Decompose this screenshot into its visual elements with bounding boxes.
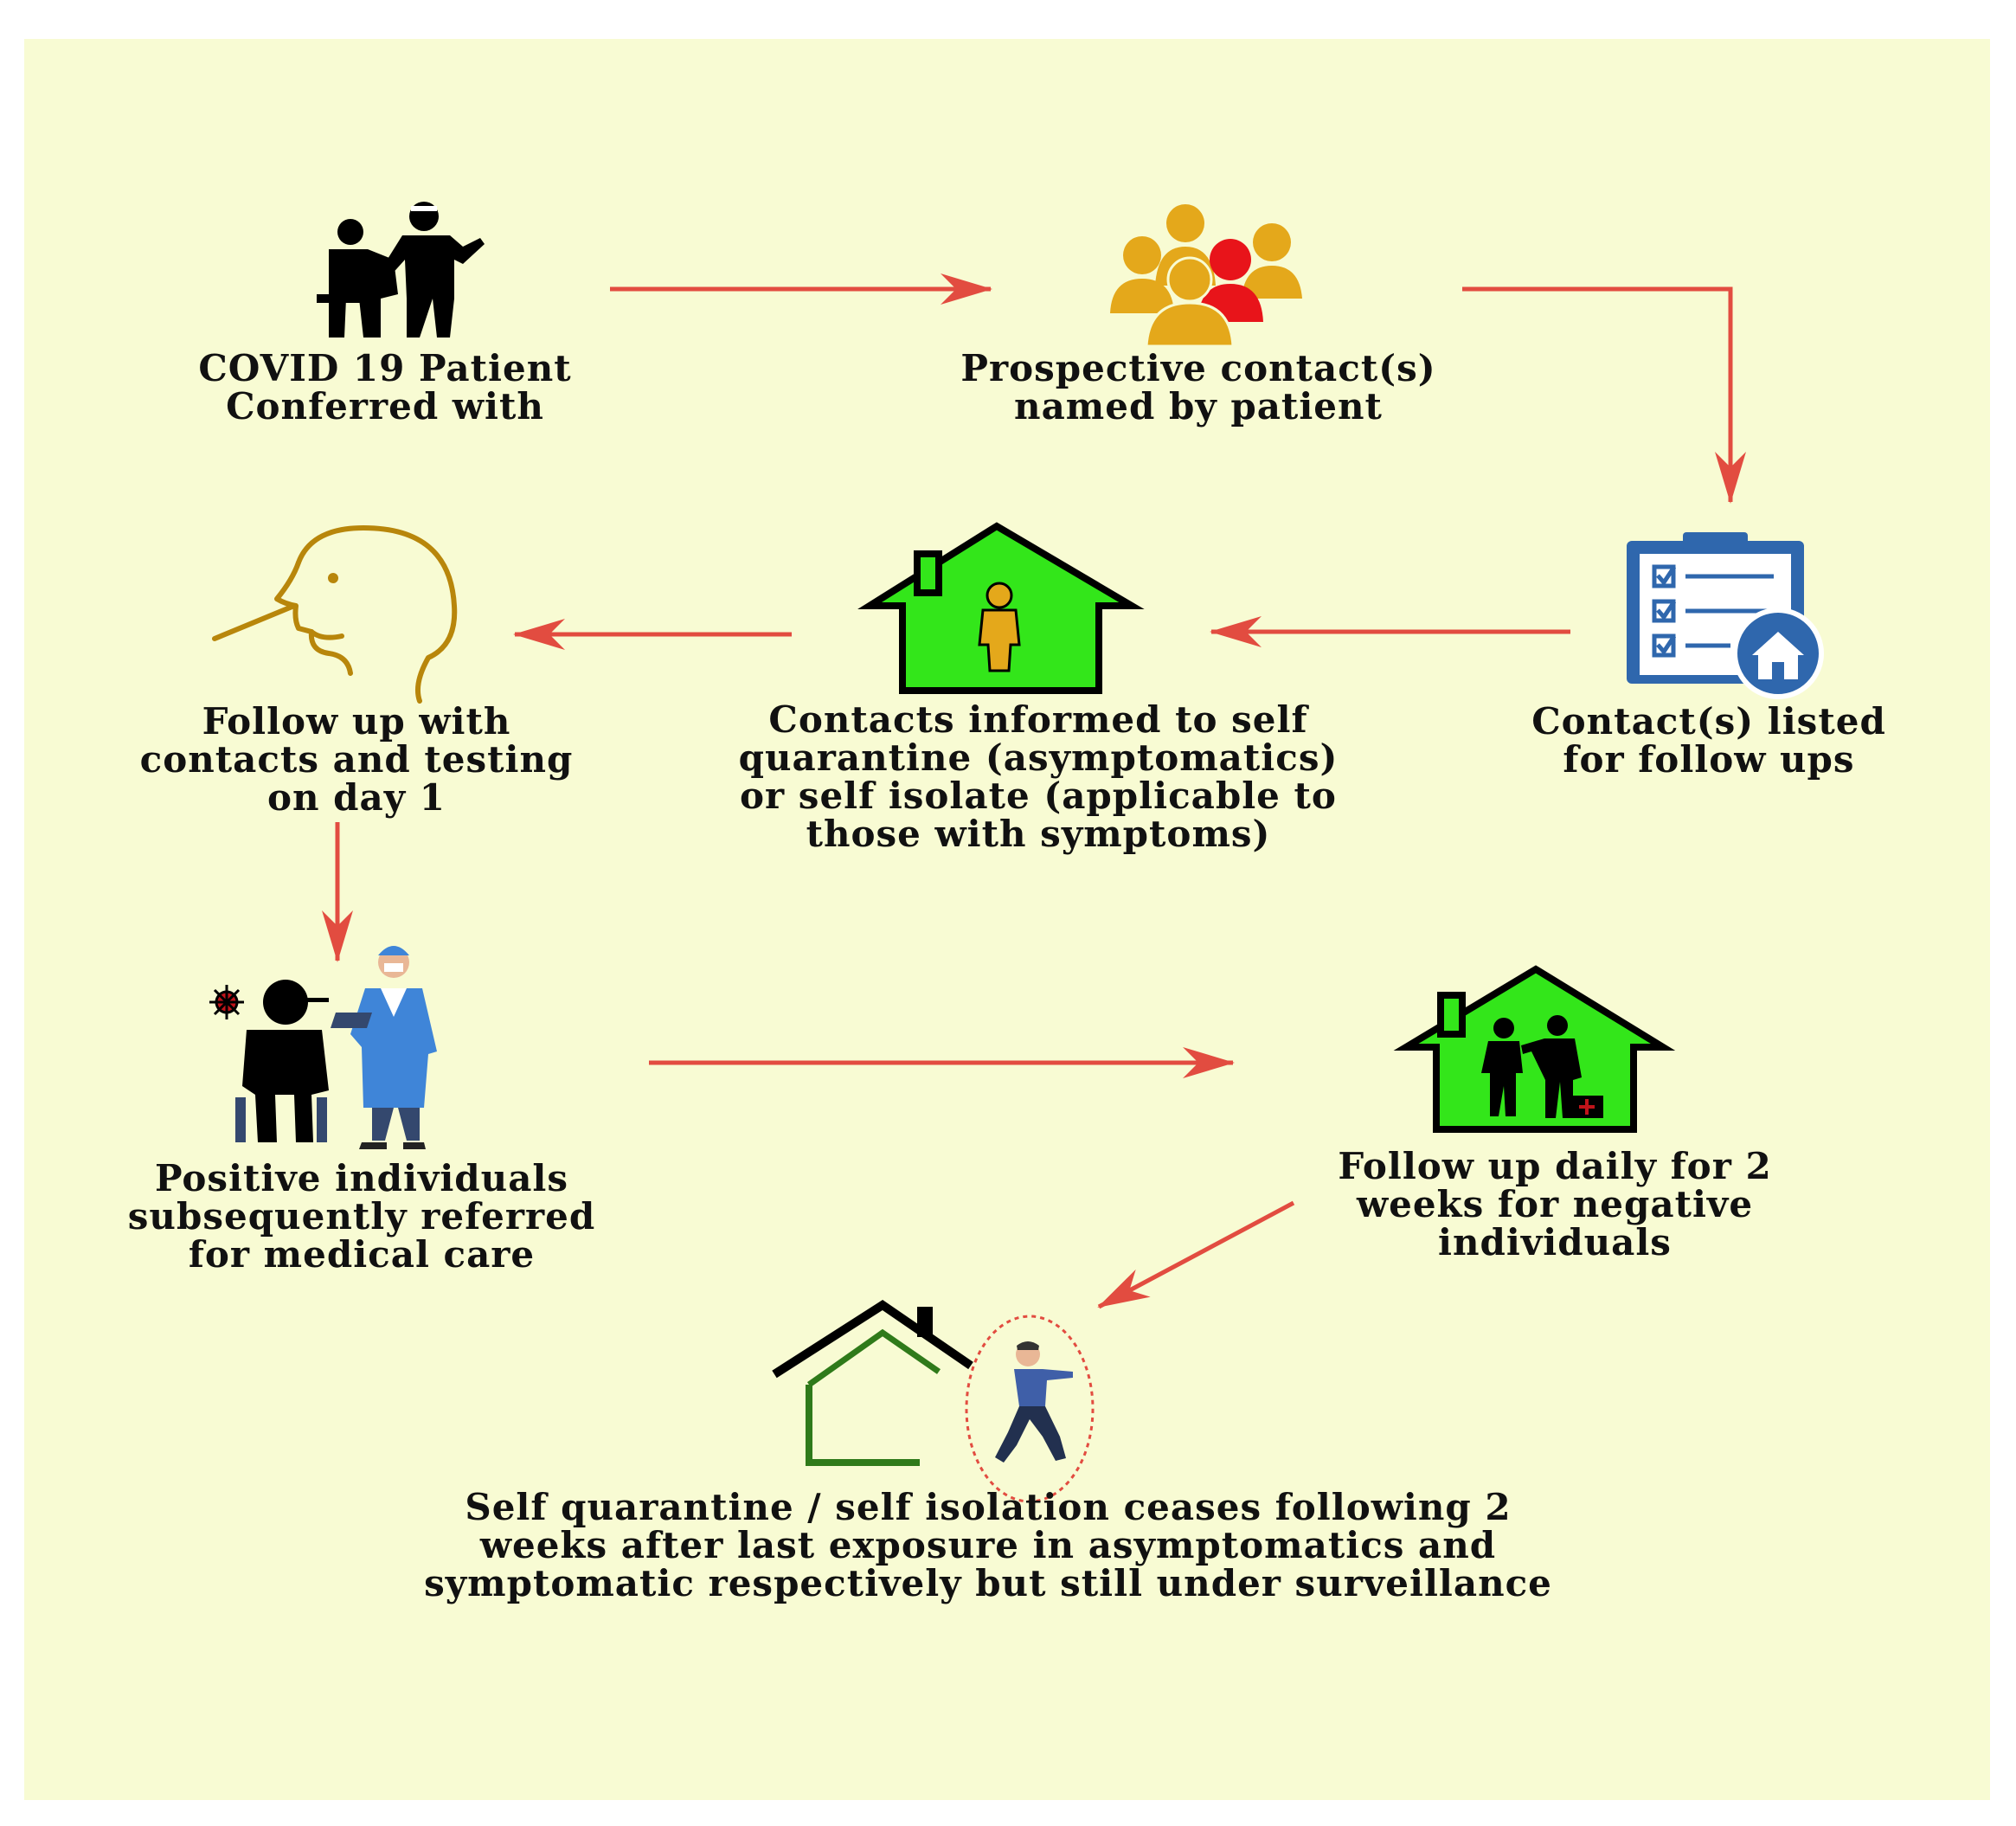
arrows — [322, 273, 1746, 1309]
arrow-contacts-to-listed — [1462, 286, 1746, 504]
step-ceases-label: Self quarantine / self isolation ceases … — [424, 1486, 1552, 1604]
house-person-icon — [857, 522, 1145, 694]
clipboard-home-icon — [1627, 532, 1824, 699]
house-person-walking-icon — [772, 1300, 1095, 1503]
house-doctor-visit-icon — [1393, 965, 1676, 1133]
people-group-icon — [1110, 204, 1302, 348]
nasal-swab-head-icon — [212, 525, 458, 704]
arrow-negative-to-ceases — [1097, 1200, 1295, 1309]
patient-doctor-icon — [317, 202, 485, 338]
virus-icon — [209, 985, 244, 1019]
step-contacts-label: Prospective contact(s)named by patient — [960, 347, 1436, 428]
medical-care-icon — [209, 946, 437, 1149]
